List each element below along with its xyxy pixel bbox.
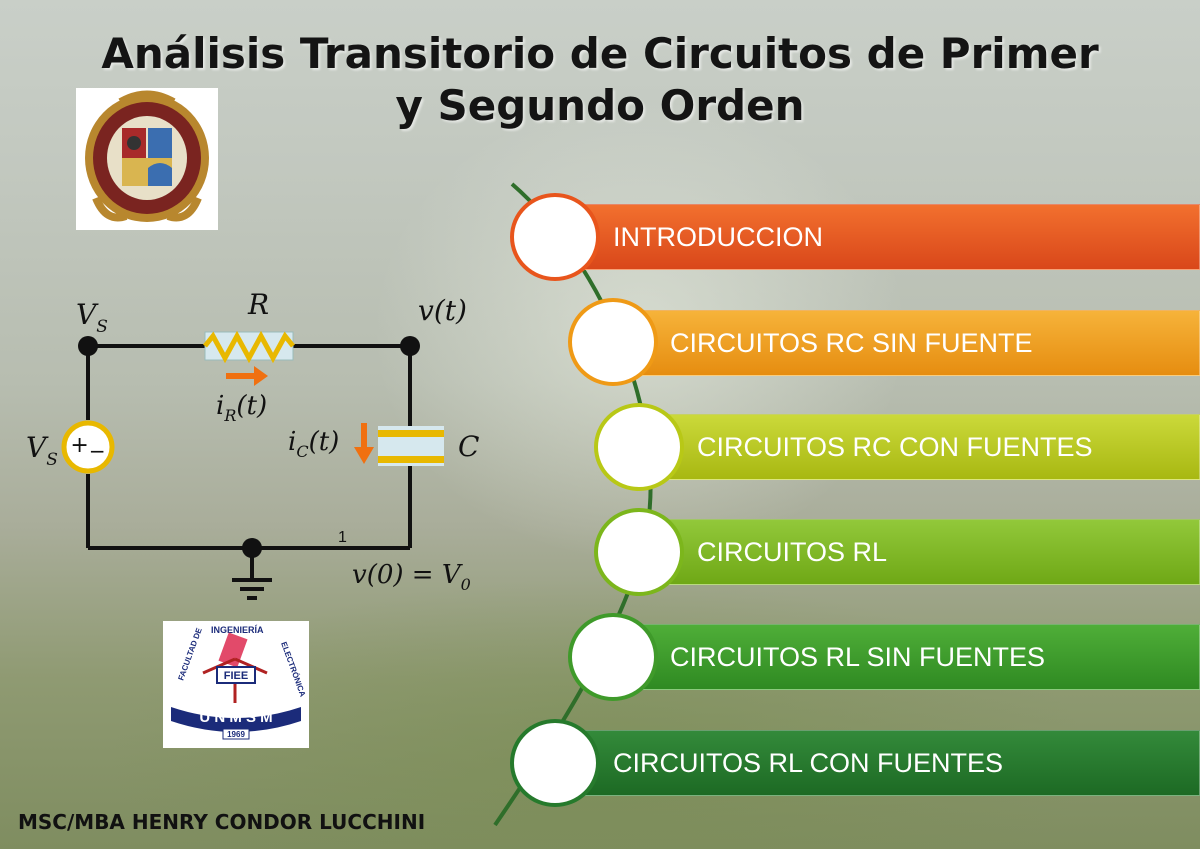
menu-item-label: CIRCUITOS RC CON FUENTES [697,431,1093,462]
ic-arrow [354,423,374,464]
menu-bullet [568,298,658,386]
menu-item-rc-sin-fuente[interactable]: CIRCUITOS RC SIN FUENTE [615,310,1200,376]
node-vs-label: VS [76,298,108,337]
voltage-source-symbol [61,420,115,474]
author-name: MSC/MBA HENRY CONDOR LUCCHINI [18,810,426,834]
node-ground [242,538,262,558]
svg-text:ELECTRÓNICA: ELECTRÓNICA [279,641,307,699]
fiee-logo: INGENIERÍA FACULTAD DE ELECTRÓNICA FIEE … [163,621,309,748]
svg-text:INGENIERÍA: INGENIERÍA [211,625,264,635]
svg-text:U N M S M: U N M S M [199,709,272,726]
menu-item-rl[interactable]: CIRCUITOS RL [640,519,1200,585]
menu-item-rl-sin-fuentes[interactable]: CIRCUITOS RL SIN FUENTES [615,624,1200,690]
svg-text:1969: 1969 [227,730,245,739]
menu-bullet [594,508,684,596]
node-number-label: 1 [338,529,347,546]
rc-circuit-diagram: +− VS R v(t) VS iR(t) iC(t) C v(0) = V0 … [26,288,479,600]
menu-bullet [594,403,684,491]
node-vt-label: v(t) [418,294,467,327]
menu-item-rl-con-fuentes[interactable]: CIRCUITOS RL CON FUENTES [556,730,1200,796]
capacitor-label: C [458,430,479,463]
source-label: VS [26,431,58,470]
title-line-2: y Segundo Orden [395,81,805,130]
ir-arrow [226,366,268,386]
source-plus-minus: +− [70,433,105,463]
node-vt [400,336,420,356]
menu-bullet [510,193,600,281]
unmsm-seal-logo [76,88,218,230]
node-vs [78,336,98,356]
menu-item-introduccion[interactable]: INTRODUCCION [556,204,1200,270]
page-title: Análisis Transitorio de Circuitos de Pri… [0,28,1200,132]
menu-item-label: CIRCUITOS RL SIN FUENTES [670,641,1046,672]
menu-bullet [510,719,600,807]
menu-item-label: CIRCUITOS RL [697,536,888,567]
svg-text:FIEE: FIEE [224,670,248,682]
initial-condition-label: v(0) = V0 [352,560,471,594]
resistor-label: R [247,288,269,321]
menu-item-label: CIRCUITOS RC SIN FUENTE [670,327,1033,358]
svg-text:FACULTAD DE: FACULTAD DE [176,626,204,682]
menu-item-label: INTRODUCCION [613,221,823,252]
menu-bullet [568,613,658,701]
ic-label: iC(t) [288,427,339,461]
title-line-1: Análisis Transitorio de Circuitos de Pri… [101,29,1099,78]
menu-item-rc-con-fuentes[interactable]: CIRCUITOS RC CON FUENTES [640,414,1200,480]
menu-item-label: CIRCUITOS RL CON FUENTES [613,747,1004,778]
ir-label: iR(t) [216,391,267,425]
